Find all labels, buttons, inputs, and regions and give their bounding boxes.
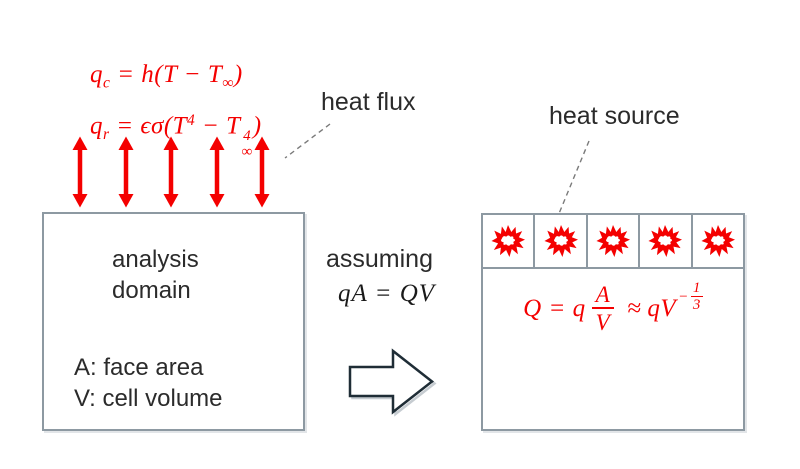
- explosion-icon: [648, 224, 683, 258]
- explosion-icon: [544, 224, 578, 258]
- eq-qr-close: ): [252, 112, 262, 140]
- face-area-label: A: face area: [74, 354, 204, 381]
- heat-flux-label: heat flux: [321, 88, 416, 116]
- eqQ-lead: Q = q: [523, 294, 586, 322]
- heat-source-cell: [693, 215, 743, 267]
- equation-convective-heat-flux: qc = h(T − T∞): [63, 33, 243, 120]
- heat-source-cell: [483, 215, 536, 267]
- eq-qr-sup1: 4: [187, 112, 196, 129]
- eq-qr-sub: r: [103, 125, 110, 143]
- eq-qr-mid2: − T: [195, 112, 241, 140]
- explosion-icon: [596, 224, 631, 258]
- exponent-fraction: 1 3: [690, 279, 703, 314]
- eqQ-base2: qV: [647, 294, 677, 322]
- heat-source-row: [483, 215, 743, 269]
- fraction-numerator: A: [591, 282, 615, 310]
- fraction-denominator: V: [595, 310, 611, 336]
- exponent-fraction-numerator: 1: [690, 279, 703, 298]
- eq-qr-base: q: [90, 112, 103, 140]
- heat-source-leader-line: [557, 140, 590, 217]
- explosion-icon: [701, 224, 735, 258]
- heat-source-box: Q = q A V ≈ qV − 1 3: [481, 213, 745, 431]
- eq-qr-sup2: 4: [243, 128, 252, 145]
- heat-source-cell: [588, 215, 641, 267]
- exponent-minus: −: [678, 288, 689, 305]
- equation-qa-equals-qv: qA = QV: [338, 280, 436, 307]
- eqQ-approx: ≈: [627, 294, 642, 322]
- analysis-domain-label: analysis domain: [112, 244, 199, 306]
- transform-arrow-icon: [348, 348, 437, 417]
- assuming-label: assuming: [326, 245, 433, 273]
- heat-source-cell: [535, 215, 588, 267]
- eq-qc-mid: = h(T − T: [110, 61, 223, 88]
- eq-qr-infinity: ∞: [241, 144, 253, 161]
- eq-qc-infinity: ∞: [222, 74, 234, 92]
- equation-volumetric-heat-source: Q = q A V ≈ qV − 1 3: [483, 280, 743, 336]
- eq-qr-mid: = ϵσ(T: [109, 112, 188, 140]
- cell-volume-label: V: cell volume: [74, 385, 223, 412]
- eq-qc-base: q: [90, 61, 103, 88]
- explosion-icon: [491, 224, 526, 258]
- eq-qr-supsub: 4∞: [242, 129, 253, 161]
- eq-qc-sub: c: [103, 74, 111, 92]
- analysis-domain-line2: domain: [112, 277, 191, 304]
- exponent-fraction-denominator: 3: [692, 297, 701, 314]
- analysis-domain-line1: analysis: [112, 246, 199, 273]
- heat-flux-leader-line: [284, 123, 331, 159]
- exponent-minus-one-third: − 1 3: [678, 280, 703, 314]
- fraction-A-over-V: A V: [591, 282, 615, 336]
- analysis-domain-box: analysis domain A: face area V: cell vol…: [42, 212, 305, 431]
- heat-source-label: heat source: [549, 102, 680, 130]
- variable-legend: A: face area V: cell volume: [74, 352, 223, 414]
- eq-qc-close: ): [233, 61, 243, 88]
- heat-source-cell: [640, 215, 693, 267]
